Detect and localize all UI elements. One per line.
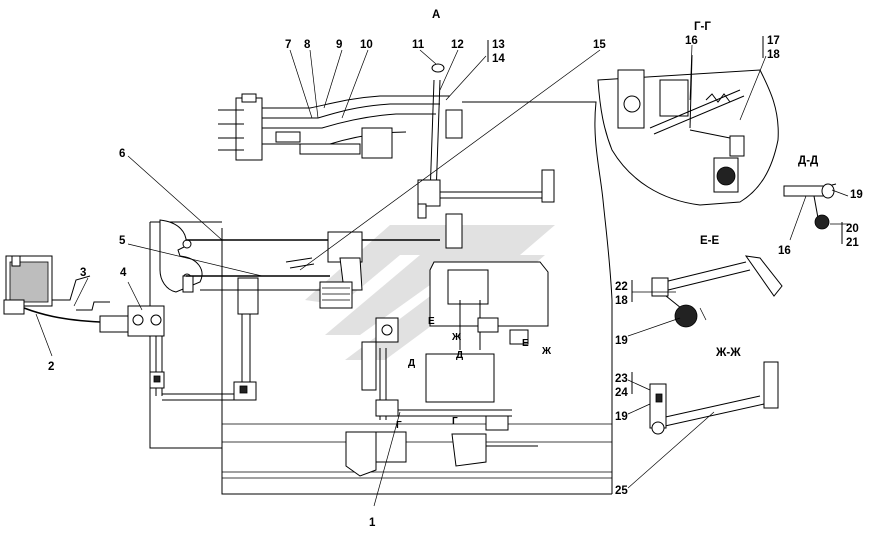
view-title-zh-zh: Ж-Ж <box>715 347 741 359</box>
section-marks: Е Е Ж Ж Д Д Г Г <box>396 316 552 431</box>
callout-10: 10 <box>360 39 373 51</box>
callout-20: 20 <box>846 223 859 235</box>
callout-13: 13 <box>492 39 505 51</box>
view-title-g-g: Г-Г <box>694 21 711 33</box>
section-mark-e2: Е <box>522 338 529 349</box>
section-mark-e1: Е <box>428 316 435 327</box>
view-title-a: А <box>432 9 440 21</box>
control-rods <box>186 231 440 309</box>
section-mark-d1: Д <box>408 358 415 369</box>
callout-23: 23 <box>615 373 628 385</box>
pedal-mechanism <box>99 305 248 401</box>
callout-1: 1 <box>369 517 376 529</box>
callout-25: 25 <box>615 485 628 497</box>
callout-18-e: 18 <box>615 295 628 307</box>
callout-19-e: 19 <box>615 335 628 347</box>
callout-6: 6 <box>119 148 125 160</box>
view-title-e-e: Е-Е <box>700 235 720 247</box>
view-g-g <box>597 54 779 206</box>
callout-5: 5 <box>119 235 126 247</box>
lower-brackets <box>345 399 538 477</box>
callout-18: 18 <box>767 49 780 61</box>
section-mark-zh2: Ж <box>541 346 552 357</box>
callout-2: 2 <box>48 361 54 373</box>
callout-4: 4 <box>120 267 127 279</box>
hydraulic-unit <box>3 255 110 323</box>
callout-21: 21 <box>846 237 859 249</box>
callout-11: 11 <box>412 39 425 51</box>
callout-14: 14 <box>492 53 505 65</box>
view-d-d <box>783 183 837 230</box>
section-mark-d2: Д <box>456 350 463 361</box>
view-e-e <box>651 255 783 328</box>
callout-17: 17 <box>767 35 780 47</box>
pump-block <box>361 261 549 420</box>
callout-3: 3 <box>80 267 86 279</box>
callout-8: 8 <box>304 39 311 51</box>
vertical-linkage <box>233 277 259 401</box>
section-mark-zh1: Ж <box>451 332 462 343</box>
callout-12: 12 <box>451 39 464 51</box>
upper-lever-block <box>218 63 555 249</box>
main-view-frame <box>221 101 613 495</box>
view-title-d-d: Д-Д <box>798 155 818 167</box>
callout-22: 22 <box>615 281 628 293</box>
leader-lines <box>35 36 849 507</box>
callout-16: 16 <box>685 35 698 47</box>
callout-15: 15 <box>593 39 606 51</box>
callout-9: 9 <box>336 39 342 51</box>
callout-24: 24 <box>615 387 628 399</box>
view-zh-zh <box>649 361 779 435</box>
callout-19-zh: 19 <box>615 411 628 423</box>
section-mark-g2: Г <box>452 416 458 427</box>
callout-7: 7 <box>285 39 291 51</box>
callout-19: 19 <box>850 189 863 201</box>
section-mark-g1: Г <box>396 420 402 431</box>
callout-16-d: 16 <box>778 245 791 257</box>
